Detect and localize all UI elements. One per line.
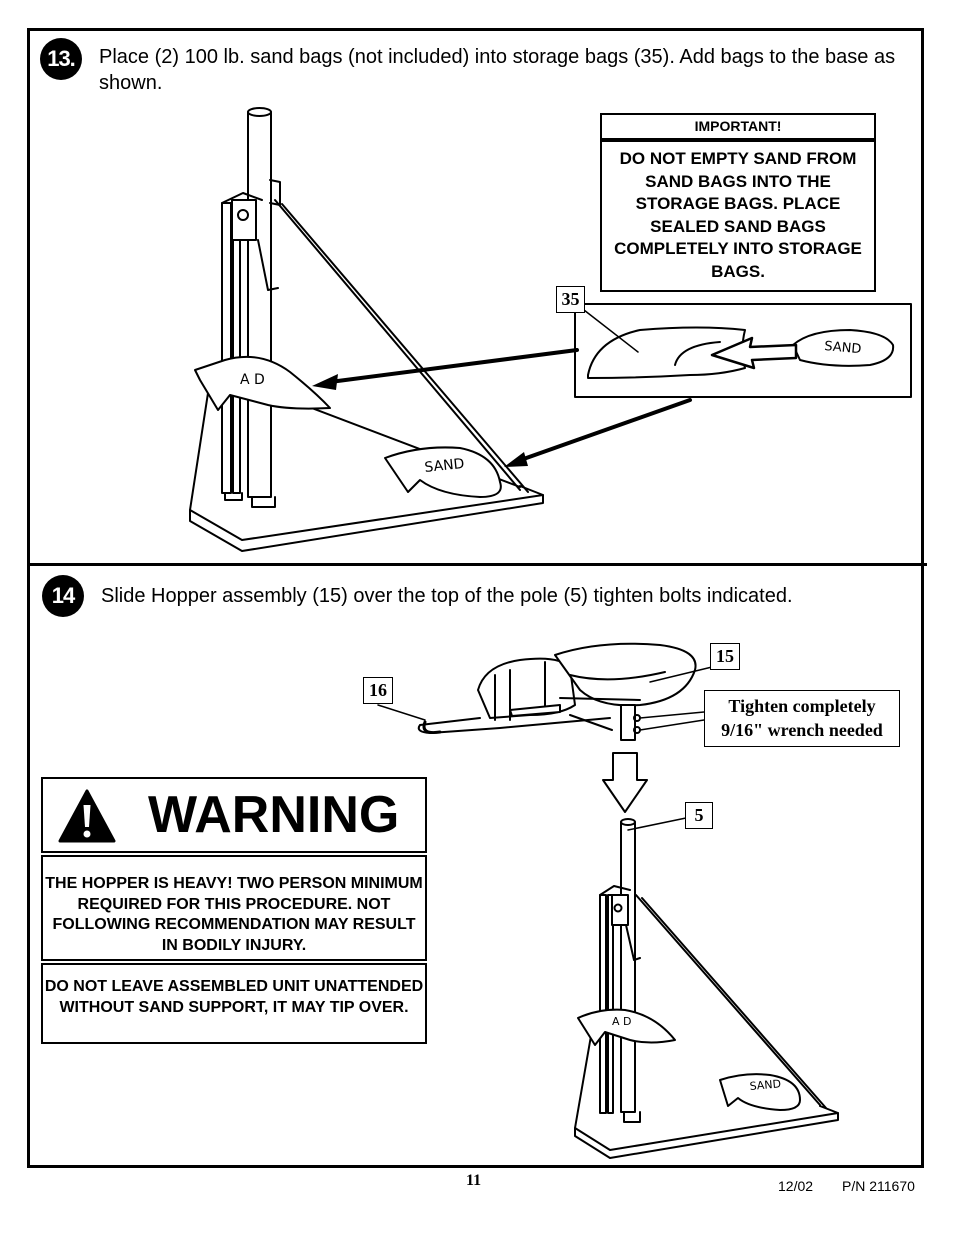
step-13-badge: 13. xyxy=(40,38,82,80)
page-number: 11 xyxy=(466,1172,482,1189)
warning-tip-notice: DO NOT LEAVE ASSEMBLED UNIT UNATTENDED W… xyxy=(41,963,427,1044)
warning-heavy-notice: THE HOPPER IS HEAVY! TWO PERSON MINIMUM … xyxy=(41,855,427,961)
sand-bag-label: SAND xyxy=(424,456,465,476)
tighten-note-line2: 9/16" wrench needed xyxy=(721,720,883,740)
important-notice: DO NOT EMPTY SAND FROM SAND BAGS INTO TH… xyxy=(600,140,876,292)
warning-triangle-icon xyxy=(58,789,116,843)
warning-title: WARNING xyxy=(148,786,400,844)
callout-5: 5 xyxy=(685,802,713,829)
step-13-base-drawing xyxy=(189,107,912,552)
warning-header: WARNING xyxy=(41,777,427,853)
section-divider xyxy=(27,563,927,566)
callout-16: 16 xyxy=(363,677,393,704)
callout-35: 35 xyxy=(556,286,585,313)
page-frame xyxy=(27,28,924,1168)
step-14-number: 14 xyxy=(51,583,76,608)
part-number: P/N 211670 xyxy=(842,1178,915,1194)
sand-bag-partial-label: A D xyxy=(240,372,265,388)
important-heading: IMPORTANT! xyxy=(600,113,876,140)
callout-15: 15 xyxy=(710,643,740,670)
step-13-number: 13. xyxy=(47,46,76,71)
step-14-hopper-drawing xyxy=(377,642,713,741)
inset-sand-label: SAND xyxy=(824,339,862,357)
step-14-badge: 14 xyxy=(42,575,84,617)
step-13-instruction: Place (2) 100 lb. sand bags (not include… xyxy=(99,46,896,94)
step14-partial-label: A D xyxy=(612,1015,632,1028)
step14-sand-label: SAND xyxy=(749,1077,781,1093)
revision-date: 12/02 xyxy=(778,1178,814,1194)
step-14-base-drawing xyxy=(574,817,839,1159)
step-14-instruction: Slide Hopper assembly (15) over the top … xyxy=(101,585,793,607)
tighten-note: Tighten completely 9/16" wrench needed xyxy=(704,690,900,747)
tighten-note-line1: Tighten completely xyxy=(728,696,876,716)
